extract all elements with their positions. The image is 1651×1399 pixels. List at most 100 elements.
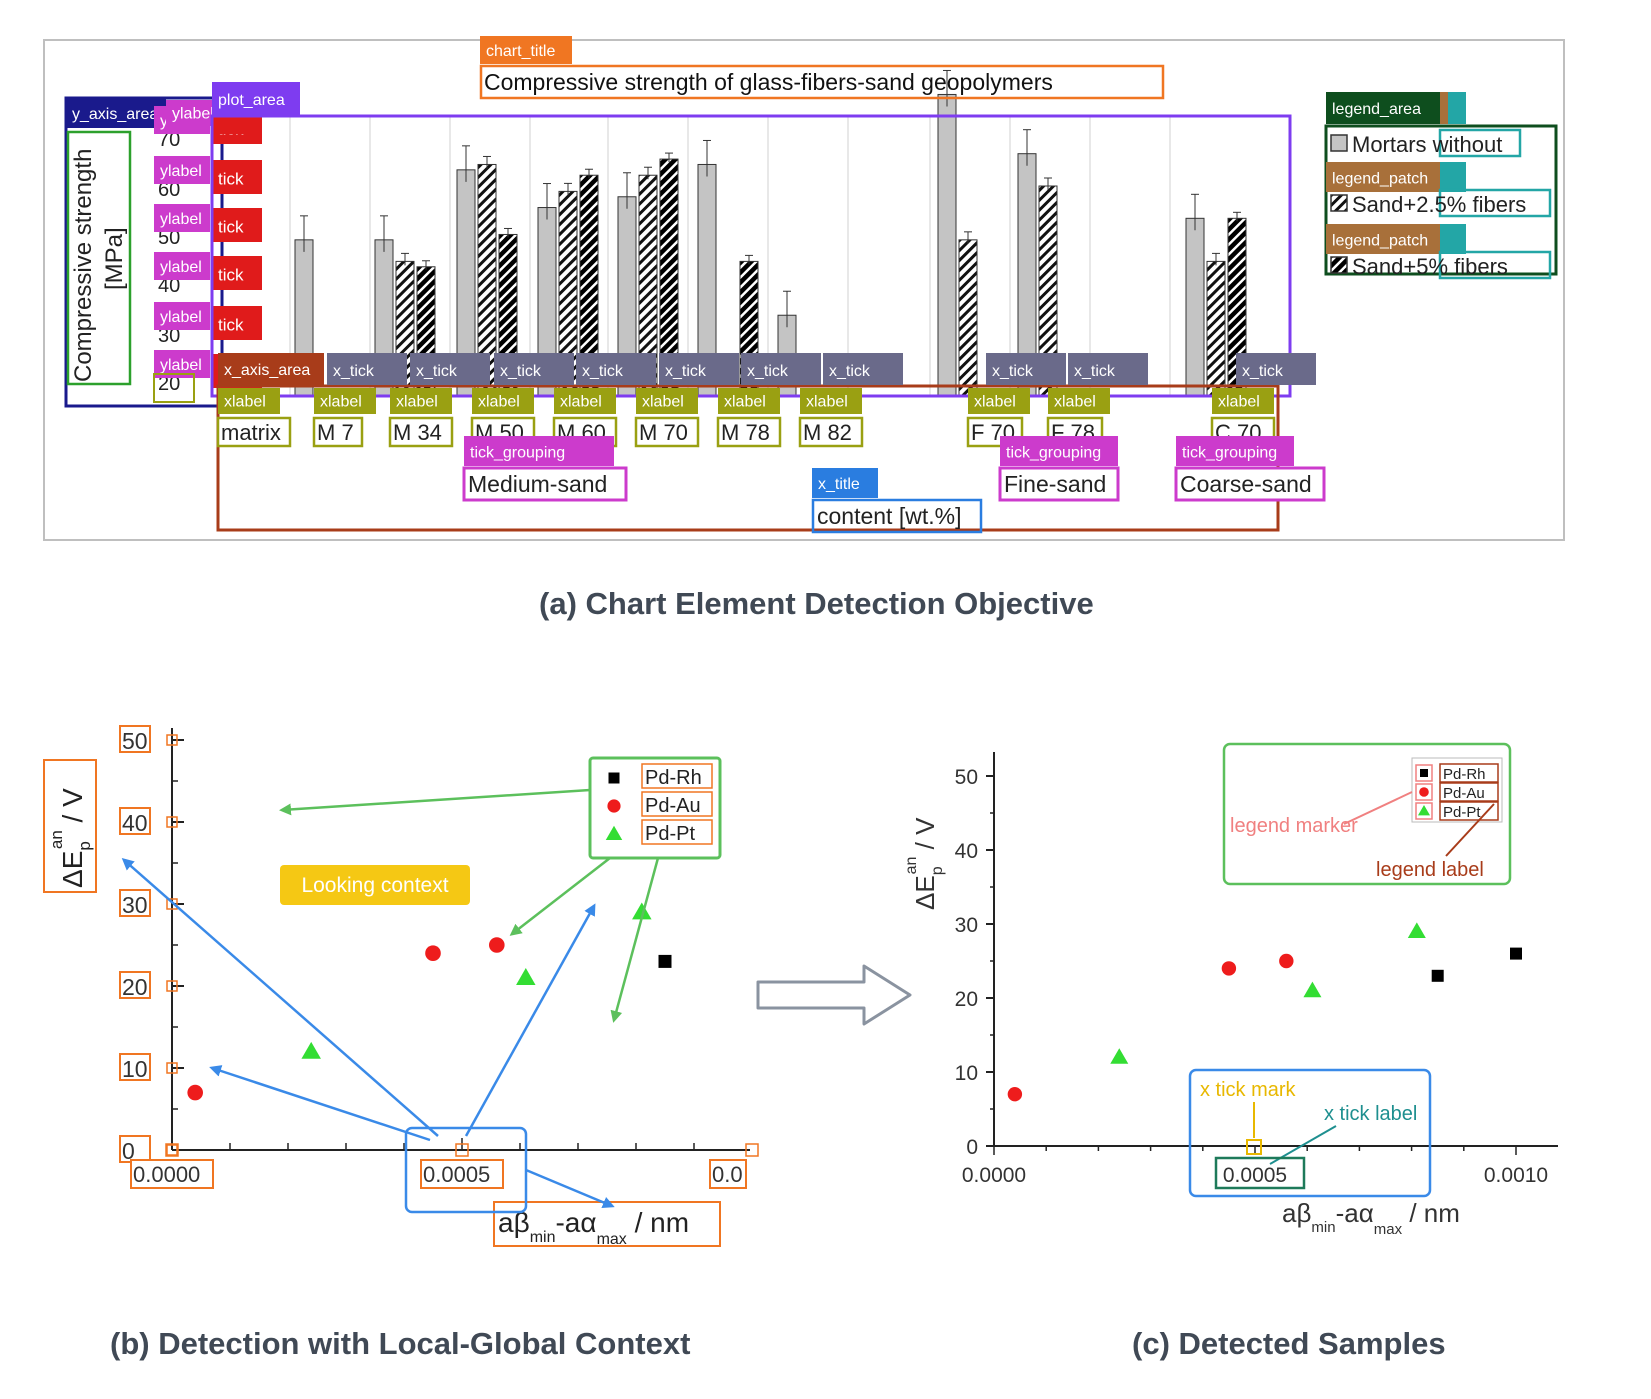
x-tick-label-box	[1214, 1156, 1306, 1190]
a-tick-grouping-tag-0-label: tick_grouping	[470, 445, 565, 462]
a-xlabel-tag-7-label: xlabel	[806, 394, 848, 411]
green-arrow-1	[279, 788, 591, 816]
a-y-tick-label-5: 20	[158, 373, 180, 395]
c-point-1-2	[1279, 953, 1294, 969]
a-tick-tag-2	[212, 208, 262, 242]
a-tick-tag-4	[212, 306, 262, 340]
a-xlabel-tag-8	[968, 388, 1030, 414]
b-y-tick-box-0	[166, 1144, 178, 1156]
b-y-title: ΔEpan / V	[47, 788, 94, 888]
a-xlabel-tag-5	[636, 388, 698, 414]
a-xlabel-tag-4-label: xlabel	[560, 394, 602, 411]
legend-marker-annotation: legend marker	[1230, 815, 1358, 837]
a-x-tick-tag-6-label: x_tick	[829, 363, 871, 380]
a-bar-8-0	[937, 93, 957, 397]
b-y-label-box-5	[119, 1135, 151, 1163]
a-tick-groupings: tick_groupingMedium-sandtick_groupingFin…	[462, 436, 1326, 502]
a-xlabel-tag-10-label: xlabel	[1218, 394, 1260, 411]
a-xlabel-tag-10	[1212, 388, 1274, 414]
legend-label-annotation: legend label	[1376, 859, 1484, 881]
a-ylabel-tag-3	[154, 252, 210, 280]
b-legend-label-1: Pd-Au	[645, 795, 701, 817]
a-xlabel-tag-5-label: xlabel	[642, 394, 684, 411]
a-legend-label-box-1	[1438, 188, 1552, 218]
c-y-tick-label-5: 0	[966, 1136, 978, 1159]
a-y-tick-labels: 70ylabeltick60ylabeltick50ylabeltick40yl…	[153, 100, 262, 403]
c-legend-marker-box-1	[1415, 783, 1433, 801]
a-bar-8-1	[958, 239, 978, 397]
c-y-tick-label-1: 40	[955, 840, 978, 863]
a-y-tick-label-4: 30	[158, 325, 180, 347]
b-y-tick-box-5	[166, 734, 178, 746]
a-x-tick-tag-4	[659, 353, 739, 385]
a-ylabel-tag-1	[154, 156, 210, 184]
c-y-tick-label-4: 10	[955, 1062, 978, 1085]
a-xlabel-tag-0-label: xlabel	[224, 394, 266, 411]
c-y-tick-label-0: 50	[955, 766, 978, 789]
a-legend-label-2: Sand+5% fibers	[1352, 254, 1508, 279]
c-point-2-2	[1407, 922, 1426, 938]
c-data-points	[1007, 922, 1522, 1102]
a-x-tick-label-6: M 78	[721, 420, 770, 445]
b-point-0-0	[658, 954, 672, 968]
a-x-tick-tag-2	[494, 353, 574, 385]
c-y-tick-label-3: 20	[955, 988, 978, 1011]
b-x-tick-label-2: 0.0	[712, 1162, 743, 1187]
x-axis-area-tag	[218, 353, 324, 385]
a-x-tick-tag-7-label: x_tick	[992, 363, 1034, 380]
a-ylabel-tag-5-label: ylabel	[160, 357, 202, 374]
plot-area-tag-label: plot_area	[218, 92, 285, 109]
c-y-title: ΔEpan / V	[903, 817, 946, 910]
panel-a-chart-element-detection: chart_title Compressive strength of glas…	[43, 36, 1565, 541]
x-title-tag	[812, 468, 878, 498]
a-xlabel-tag-7	[800, 388, 862, 414]
c-legend-marker-box-0	[1415, 764, 1433, 782]
b-legend-marker-0	[608, 772, 620, 784]
a-x-tick-tag-2-label: x_tick	[500, 363, 542, 380]
b-y-tick-label-4: 10	[122, 1056, 148, 1082]
a-xlabel-box-1	[312, 416, 364, 448]
x-axis-area-tag-label: x_axis_area	[224, 362, 310, 379]
a-xlabel-tag-6	[718, 388, 780, 414]
a-xlabel-tag-3-label: xlabel	[478, 394, 520, 411]
b-y-label-box-3	[119, 971, 151, 999]
b-legend-marker-1	[607, 799, 621, 813]
a-ylabel-tag-2-label: ylabel	[160, 211, 202, 228]
c-point-0-0	[1431, 969, 1444, 982]
c-point-2-1	[1303, 981, 1322, 998]
legend-area-tag	[1326, 92, 1440, 124]
b-legend-box	[588, 756, 722, 860]
b-y-label-box-0	[119, 725, 151, 753]
b-x-tick-label-0: 0.0000	[133, 1162, 200, 1187]
a-tick-tag-top	[212, 116, 262, 134]
c-y-tick-label-2: 30	[955, 914, 978, 937]
a-legend-patch-1	[1330, 194, 1348, 212]
a-legend-label-0: Mortars without	[1352, 132, 1502, 157]
a-ylabel-tag-1-label: ylabel	[160, 163, 202, 180]
a-tick-grouping-label-2: Coarse-sand	[1180, 471, 1312, 497]
caption-b: (b) Detection with Local-Global Context	[110, 1326, 691, 1361]
a-y-tick-label-0: 70	[158, 129, 180, 151]
blue-arrow-2	[209, 1065, 431, 1142]
a-tick-grouping-tag-2	[1176, 436, 1294, 466]
a-xlabel-tag-0	[218, 388, 280, 414]
a-tick-grouping-tag-0	[464, 436, 614, 466]
b-x-label-box-0	[130, 1159, 214, 1189]
a-ylabel-tag-2	[154, 204, 210, 232]
b-y-tick-box-2	[166, 980, 178, 992]
a-xlabel-tag-3	[472, 388, 534, 414]
c-legend-label-2: Pd-Pt	[1443, 804, 1481, 821]
b-axis-ticks	[165, 734, 759, 1157]
b-legend-label-2: Pd-Pt	[645, 823, 695, 845]
a-legend-label-box-0	[1438, 128, 1522, 158]
caption-a: (a) Chart Element Detection Objective	[539, 586, 1094, 621]
c-legend-label-box-0	[1439, 763, 1499, 783]
a-ylabel-tag-4	[154, 302, 210, 330]
a-xlabel-tag-1	[314, 388, 376, 414]
b-x-title: aβmin-aαmax / nm	[498, 1207, 689, 1248]
a-legend-patch-tag-2-label: legend_patch	[1332, 233, 1428, 250]
